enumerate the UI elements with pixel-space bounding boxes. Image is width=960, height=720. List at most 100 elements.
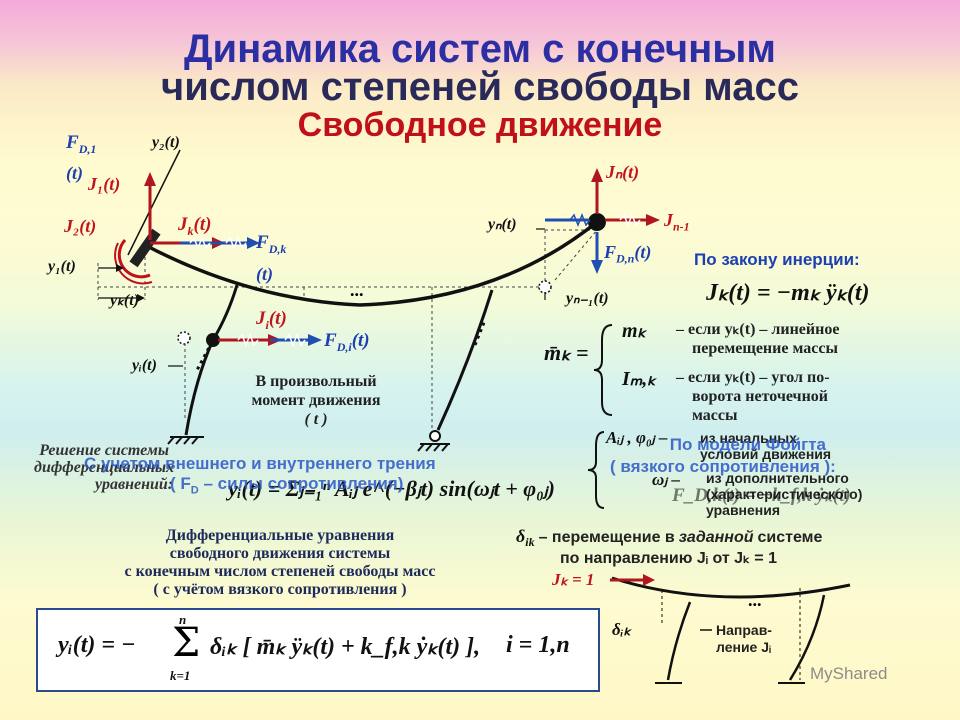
fdi-arg: (t) (351, 330, 370, 351)
solution-label-2: дифференциальных (34, 459, 175, 476)
aij-text: из начальных условий движения (700, 430, 831, 462)
ji-symbol: J (256, 308, 266, 329)
delta-line-2: по направлению Jᵢ от Jₖ = 1 (560, 550, 777, 567)
jk-symbol: J (178, 214, 188, 235)
ji-subscript: i (265, 317, 269, 332)
label-jk: Jk(t) (178, 214, 211, 239)
fd-formula: F_D,k(t) = −k_f,k ẏₖ(t) (672, 485, 851, 506)
direction-line-2: ление Jᵢ (716, 639, 771, 655)
inertia-formula: Jₖ(t) = −mₖ ÿₖ(t) (706, 280, 870, 306)
fdi-subscript: D,i (336, 339, 352, 354)
label-fd1-t: (t) (66, 163, 83, 183)
eq-sum: Σ (172, 620, 201, 666)
label-fdn: FD,n(t) (604, 242, 651, 267)
jn1-subscript: n-1 (673, 219, 690, 234)
equations-line-3: с конечным числом степеней свободы масс (124, 563, 436, 580)
beam-dots: ... (350, 280, 364, 300)
mk-bar-symbol: m̄ₖ = (544, 340, 589, 365)
aij-symbol: Aᵢⱼ , φ₀ⱼ – (606, 428, 668, 447)
small-diagram-dots: ... (748, 590, 762, 610)
label-fdk: FD,k (256, 232, 286, 257)
solution-label-3: уравнений: (95, 476, 174, 493)
delta-line-1: δik – перемещение в заданной системе (516, 526, 822, 550)
case2-line-3: массы (692, 407, 738, 424)
friction-line-1: С учетом внешнего и внутреннего трения (84, 454, 436, 473)
friction-end: – силы сопротивления) (198, 474, 404, 493)
delta-subscript: ik (525, 535, 535, 550)
label-yn: yₙ(t) (488, 216, 517, 233)
omega-line-2: (характеристического) (706, 486, 863, 502)
label-j1: J₁(t) (88, 174, 121, 194)
fdi-symbol: F (324, 330, 337, 351)
inertia-heading: По закону инерции: (694, 250, 860, 269)
label-yn1: yₙ₋₁(t) (566, 290, 609, 307)
case1-symbol: mₖ (622, 320, 647, 342)
jk-subscript: k (187, 223, 194, 238)
label-yk: yₖ(t) (110, 292, 140, 309)
moment-line-2: момент движения (251, 392, 381, 409)
dik-label: δᵢₖ (612, 620, 631, 639)
case1-line-2: перемещение массы (692, 340, 838, 357)
title-line-3: Свободное движение (297, 106, 663, 144)
label-jn1: Jn-1 (664, 210, 690, 235)
equations-line-1: Дифференциальные уравнения (165, 527, 395, 544)
friction-sub: D (190, 484, 199, 497)
label-yi: yᵢ(t) (132, 357, 157, 374)
solution-formula: yᵢ(t) = Σⱼ₌₁ⁿ Aᵢⱼ e^(−βⱼt) sin(ωⱼt + φ₀ⱼ… (228, 476, 555, 501)
title-line-2: числом степеней свободы масс (161, 65, 799, 109)
delta-end: системе (757, 529, 823, 546)
omega-text: из дополнительного (характеристического)… (706, 470, 862, 518)
fd1-subscript: D,1 (78, 141, 97, 156)
solution-label: Решение системы дифференциальных уравнен… (34, 442, 174, 493)
equations-line-4: ( с учётом вязкого сопротивления ) (153, 581, 407, 598)
jk-equals-one: Jₖ = 1 (552, 570, 595, 589)
delta-symbol: δ (516, 526, 526, 546)
friction-line-2: ( FD – силы сопротивления) (84, 474, 436, 496)
voigt-line-1: По модели Фойгта (669, 435, 827, 454)
omega-symbol: ωⱼ – (652, 470, 681, 489)
omega-line-1: из дополнительного (706, 470, 849, 486)
omega-line-3: уравнения (706, 502, 781, 518)
equations-heading: Дифференциальные уравнения свободного дв… (40, 527, 520, 599)
label-fd1: FD,1 (66, 132, 96, 157)
eq-sum-bottom: k=1 (170, 668, 191, 683)
label-y1: y₁(t) (48, 258, 76, 275)
case2-text: – если yₖ(t) – угол по- ворота неточечно… (676, 368, 830, 425)
case1-text: – если yₖ(t) – линейное перемещение масс… (676, 320, 839, 358)
case2-line-1: – если yₖ(t) – угол по- (676, 369, 830, 386)
aij-line-2: условий движения (700, 446, 832, 462)
label-y2: y₂(t) (152, 134, 180, 151)
ji-arg: (t) (268, 308, 287, 329)
fdn-arg: (t) (634, 242, 652, 262)
jk-arg: (t) (193, 214, 212, 235)
moment-line-3: ( t ) (304, 411, 328, 428)
fdk-symbol: F (256, 232, 269, 253)
solution-label-1: Решение системы (39, 442, 169, 459)
watermark: MyShared (810, 664, 888, 683)
eq-rhs: δᵢₖ [ m̄ₖ ÿₖ(t) + k_f,k ẏₖ(t) ], (210, 634, 481, 660)
moment-line-1: В произвольный (255, 373, 377, 390)
case2-line-2: ворота неточечной (692, 388, 829, 405)
jn1-symbol: J (664, 210, 673, 230)
moment-text: В произвольный момент движения ( t ) (216, 372, 416, 429)
label-fdi: FD,i(t) (324, 330, 370, 355)
direction-line-1: Направ- (716, 622, 772, 638)
fd1-symbol: F (66, 132, 79, 153)
eq-lhs: yᵢ(t) = − (58, 632, 136, 658)
fdn-subscript: D,n (616, 251, 635, 266)
delta-italic: заданной (678, 529, 754, 546)
case2-symbol: Iₘ,ₖ (622, 368, 656, 390)
friction-overlay: С учетом внешнего и внутреннего трения (… (84, 454, 436, 496)
eq-index: i = 1,n (506, 632, 570, 658)
voigt-line-2: ( вязкого сопротивления ): (610, 457, 836, 476)
case1-line-1: – если yₖ(t) – линейное (676, 321, 840, 338)
voigt-overlay: По модели Фойгта ( вязкого сопротивления… (610, 434, 836, 478)
aij-line-1: из начальных (700, 430, 797, 446)
direction-label: Направ- ление Jᵢ (716, 622, 772, 656)
fdk-subscript: D,k (268, 241, 287, 256)
title-line-1: Динамика систем с конечным (184, 27, 776, 71)
label-j2: J₂(t) (64, 216, 97, 236)
label-ji: Ji(t) (256, 308, 287, 333)
